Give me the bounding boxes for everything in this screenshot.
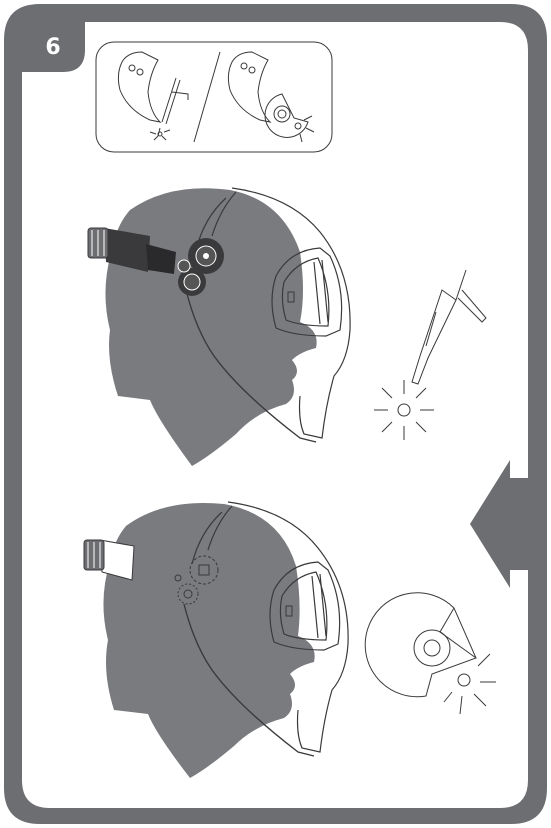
top-helmet-figure: [88, 188, 350, 466]
bottom-helmet-figure: [84, 502, 348, 778]
grinding-disc-icon: [365, 593, 496, 714]
rear-pack: [84, 540, 134, 580]
arrow-left-icon: [470, 460, 528, 588]
mode-inset: [96, 42, 332, 152]
welding-torch-icon: [374, 270, 486, 440]
step-number: 6: [28, 22, 78, 72]
head-silhouette: [103, 503, 314, 778]
head-silhouette: [105, 188, 316, 466]
